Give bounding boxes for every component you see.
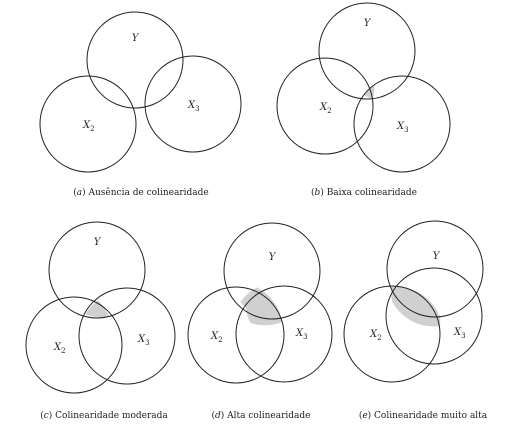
panel-d: Y X2 X3 (d) Alta colinearidade [187,222,333,421]
panel-b-circle-y [318,2,416,100]
panel-c-label-y: Y [94,237,102,248]
panel-a-circle-x3 [144,55,242,153]
panel-b-label-x3: X3 [396,121,409,134]
panel-e-label-y: Y [433,251,441,262]
panel-e-circle-y [386,220,484,318]
panel-a-label-x3: X3 [187,100,200,113]
panel-a-circle-y [86,11,184,109]
panel-d-label-x3: X3 [295,328,308,341]
panel-a-label-x2: X2 [82,120,95,133]
panel-c-label-x2: X2 [53,342,66,355]
panel-d-circle-y [223,222,321,320]
panel-e-label-x2: X2 [369,329,382,342]
panel-b: Y X2 X3 (b) Baixa colinearidade [276,2,451,198]
panel-c-circle-x3 [78,287,176,385]
panel-d-circle-x2 [187,286,285,384]
panel-d-label-x2: X2 [210,331,223,344]
panel-c: Y X2 X3 (c) Colinearidade moderada [25,221,176,421]
panel-e-circle-x2 [343,285,441,383]
panel-c-caption: (c) Colinearidade moderada [40,410,168,421]
panel-b-circle-x2 [276,57,374,155]
panel-e-label-x3: X3 [453,327,466,340]
panel-e: Y X2 X3 (e) Colinearidade muito alta [343,220,488,421]
panel-b-label-y: Y [364,18,372,29]
panel-c-overlap [85,300,109,318]
panel-a-caption: (a) Ausência de colinearidade [73,187,209,198]
panel-d-caption: (d) Alta colinearidade [212,410,311,421]
panel-b-circle-x3 [353,75,451,173]
panel-d-circle-x3 [235,285,333,383]
panel-a-circle-x2 [39,75,137,173]
panel-a-label-y: Y [132,33,140,44]
panel-c-circle-y [48,221,146,319]
panel-d-label-y: Y [269,252,277,263]
panel-d-overlap [240,287,283,326]
panel-e-caption: (e) Colinearidade muito alta [359,410,488,421]
panel-a: Y X2 X3 (a) Ausência de colinearidade [39,11,242,198]
panel-c-circle-x2 [25,296,123,394]
panel-b-caption: (b) Baixa colinearidade [311,187,417,198]
panel-e-circle-x3 [385,267,483,365]
panel-b-label-x2: X2 [319,102,332,115]
panel-c-label-x3: X3 [137,334,150,347]
